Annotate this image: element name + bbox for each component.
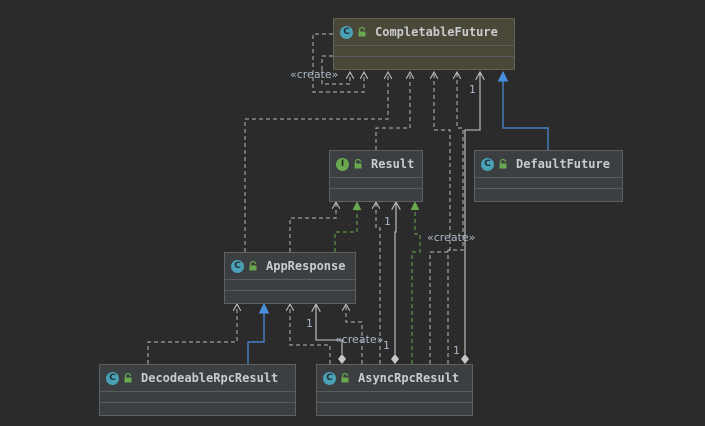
class-name: AsyncRpcResult <box>358 371 460 385</box>
async-aggregation-result <box>395 202 396 354</box>
defaultfuture-extends-cf <box>497 70 549 150</box>
class-icon: C <box>481 157 494 171</box>
appresponse-implements-result <box>334 201 362 252</box>
public-lock-icon <box>354 159 362 169</box>
fields-section <box>475 178 622 189</box>
class-decodeablerpcresult[interactable]: C DecodeableRpcResult <box>99 364 296 416</box>
async-to-appresponse-2 <box>346 304 363 364</box>
interface-result[interactable]: I Result <box>329 150 423 202</box>
create-label: «create» <box>427 231 476 244</box>
class-name: DefaultFuture <box>516 157 610 171</box>
multiplicity-label: 1 <box>306 317 313 330</box>
class-icon: C <box>106 371 119 385</box>
class-name: DecodeableRpcResult <box>141 371 279 385</box>
cf-self-dependency <box>321 55 350 85</box>
create-label: «create» <box>290 68 339 81</box>
methods-section <box>100 403 295 413</box>
appresponse-to-cf <box>244 72 388 252</box>
public-lock-icon <box>124 373 132 383</box>
multiplicity-label: 1 <box>453 344 460 357</box>
async-to-cf-dashed-2 <box>447 72 464 364</box>
class-appresponse[interactable]: C AppResponse <box>224 252 356 304</box>
multiplicity-label: 1 <box>383 339 390 352</box>
decodeable-to-appresponse <box>147 304 237 364</box>
class-defaultfuture[interactable]: C DefaultFuture <box>474 150 623 202</box>
class-header: C DefaultFuture <box>475 151 622 178</box>
interface-icon: I <box>336 157 349 171</box>
class-icon: C <box>231 259 244 273</box>
public-lock-icon <box>341 373 349 383</box>
result-to-cf <box>375 72 410 150</box>
async-implements-result <box>410 201 421 364</box>
class-name: AppResponse <box>266 259 346 273</box>
methods-section <box>317 403 472 413</box>
async-aggregation-appresponse <box>316 304 343 354</box>
class-header: C CompletableFuture <box>334 19 514 46</box>
async-result-diamond <box>391 354 399 364</box>
class-completablefuture[interactable]: C CompletableFuture <box>333 18 515 70</box>
class-header: I Result <box>330 151 422 178</box>
class-asyncrpcresult[interactable]: C AsyncRpcResult <box>316 364 473 416</box>
create-label: «create» <box>335 333 384 346</box>
multiplicity-label: 1 <box>469 83 476 96</box>
fields-section <box>330 178 422 189</box>
public-lock-icon <box>499 159 507 169</box>
public-lock-icon <box>358 27 366 37</box>
class-icon: C <box>323 371 336 385</box>
fields-section <box>317 392 472 403</box>
async-cf-diamond <box>461 354 469 364</box>
class-header: C DecodeableRpcResult <box>100 365 295 392</box>
async-aggregation-cf <box>464 72 480 354</box>
class-header: C AppResponse <box>225 253 355 280</box>
async-app-diamond <box>338 354 346 364</box>
class-icon: C <box>340 25 353 39</box>
methods-section <box>334 57 514 67</box>
fields-section <box>225 280 355 291</box>
multiplicity-label: 1 <box>384 215 391 228</box>
async-to-appresponse-1 <box>290 304 331 364</box>
class-name: CompletableFuture <box>375 25 498 39</box>
decodeable-extends-appresponse <box>247 302 270 364</box>
cf-self-create-dependency <box>312 33 364 93</box>
class-header: C AsyncRpcResult <box>317 365 472 392</box>
class-name: Result <box>371 157 415 171</box>
appresponse-to-result <box>289 202 336 252</box>
async-to-cf-dashed-1 <box>429 72 451 364</box>
methods-section <box>475 189 622 199</box>
methods-section <box>225 291 355 301</box>
fields-section <box>334 46 514 57</box>
methods-section <box>330 189 422 199</box>
fields-section <box>100 392 295 403</box>
public-lock-icon <box>249 261 257 271</box>
